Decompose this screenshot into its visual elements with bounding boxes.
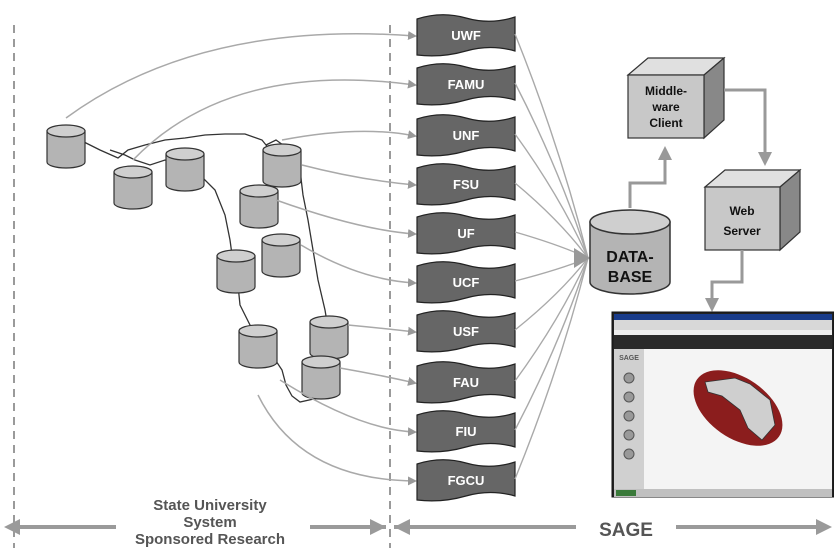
connection-arrow xyxy=(65,30,417,119)
map-database-cylinder xyxy=(238,324,278,369)
university-label: USF xyxy=(453,324,479,339)
university-label: FGCU xyxy=(448,473,485,488)
university-label: UF xyxy=(457,226,474,241)
middleware-label-line1: Middle- xyxy=(645,84,687,98)
connection-arrow xyxy=(132,79,417,161)
map-database-cylinder xyxy=(301,355,341,400)
banner-to-database-arrow xyxy=(514,257,589,431)
university-label: FAU xyxy=(453,375,479,390)
right-arrowhead-left xyxy=(394,519,410,535)
banner-to-database-arrow xyxy=(514,257,589,480)
university-label: UNF xyxy=(453,128,480,143)
map-database-cylinder xyxy=(113,165,153,210)
university-banner-fau: FAU xyxy=(416,361,516,404)
university-banner-unf: UNF xyxy=(416,114,516,157)
university-banner-uf: UF xyxy=(416,212,516,255)
webserver-label-line2: Server xyxy=(723,224,761,238)
map-database-cylinder xyxy=(309,315,349,360)
banner-to-database-arrow xyxy=(514,257,589,382)
web-server-box: Web Server xyxy=(703,168,802,252)
map-database-cylinder xyxy=(165,147,205,192)
university-banner-famu: FAMU xyxy=(416,63,516,106)
map-database-cylinder xyxy=(239,184,279,229)
university-banner-fgcu: FGCU xyxy=(416,459,516,502)
state-university-caption: State University System Sponsored Resear… xyxy=(120,497,300,548)
sage-app-screenshot: SAGE xyxy=(611,311,834,498)
screenshot-brand: SAGE xyxy=(619,355,639,362)
connection-arrow xyxy=(301,164,417,189)
sage-caption: SAGE xyxy=(599,520,653,541)
university-label: UCF xyxy=(453,275,480,290)
university-banner-uwf: UWF xyxy=(416,14,516,57)
university-label: FSU xyxy=(453,177,479,192)
map-database-cylinder xyxy=(261,233,301,278)
left-arrowhead-left xyxy=(4,519,20,535)
banner-to-database-arrow xyxy=(514,82,589,259)
university-banner-ucf: UCF xyxy=(416,261,516,304)
university-label: FAMU xyxy=(448,77,485,92)
map-database-cylinder xyxy=(46,124,86,169)
connection-arrows xyxy=(65,30,417,486)
connection-arrow xyxy=(339,367,417,386)
arrow-middleware-to-webserver xyxy=(724,88,772,166)
database-label-line2: BASE xyxy=(608,269,653,286)
right-arrowhead-right xyxy=(816,519,832,535)
university-banner-usf: USF xyxy=(416,310,516,353)
university-databases xyxy=(46,124,349,400)
university-banner-fsu: FSU xyxy=(416,163,516,206)
database-arrows xyxy=(514,33,590,480)
banner-to-database-arrow xyxy=(514,133,589,259)
connection-arrow xyxy=(257,394,417,486)
left-arrowhead-right xyxy=(370,519,386,535)
middleware-client-box: Middle- ware Client xyxy=(626,56,726,140)
banner-to-database-arrow xyxy=(514,257,589,331)
banner-to-database-arrow xyxy=(514,182,589,259)
webserver-label-line1: Web xyxy=(729,204,754,218)
university-banner-fiu: FIU xyxy=(416,410,516,453)
banner-to-database-arrow xyxy=(514,33,589,259)
caption-line1: State University xyxy=(153,497,267,514)
map-database-cylinder xyxy=(262,143,302,188)
university-label: FIU xyxy=(456,424,477,439)
central-database: DATA- BASE xyxy=(589,209,671,295)
university-banners: UWF FAMU UNF FSU UF UCF USF FAU FIU FGCU xyxy=(416,14,516,502)
arrow-db-to-middleware xyxy=(628,146,672,208)
arrow-webserver-to-screen xyxy=(705,250,744,312)
connection-arrow xyxy=(347,324,417,336)
connection-arrow xyxy=(279,379,417,437)
connection-arrow xyxy=(281,130,417,141)
database-arrowhead xyxy=(574,248,590,268)
caption-line2: System xyxy=(183,514,237,531)
database-label-line1: DATA- xyxy=(606,249,653,266)
middleware-label-line2: ware xyxy=(651,100,680,114)
connection-arrow xyxy=(300,244,417,288)
middleware-label-line3: Client xyxy=(649,116,682,130)
university-label: UWF xyxy=(451,28,481,43)
map-database-cylinder xyxy=(216,249,256,294)
caption-line3: Sponsored Research xyxy=(134,531,286,548)
connection-arrow xyxy=(275,199,417,238)
